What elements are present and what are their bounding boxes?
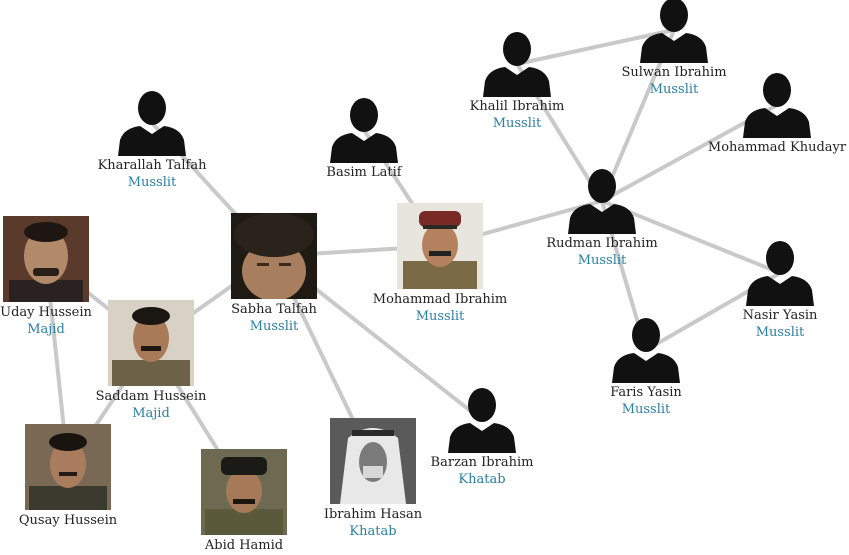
person-silhouette-icon (612, 317, 680, 383)
node-name: Uday Hussein (0, 305, 92, 320)
portrait-photo-icon (108, 300, 194, 386)
person-silhouette-icon (330, 97, 398, 163)
node-abid-hamid[interactable]: Abid Hamid (194, 449, 294, 554)
node-name: Sabha Talfah (231, 302, 317, 317)
node-ibrahim-hasan[interactable]: Ibrahim Hasan Khatab (322, 418, 424, 540)
portrait-photo-icon (231, 213, 317, 299)
edge-khalil-sulwan (516, 28, 675, 66)
node-clan: Majid (27, 322, 65, 337)
node-name: Barzan Ibrahim (430, 455, 534, 470)
portrait-photo-icon (3, 216, 89, 302)
node-saddam-hussein[interactable]: Saddam Hussein Majid (94, 300, 208, 422)
node-clan: Musslit (755, 325, 805, 340)
node-clan: Khatab (349, 524, 397, 539)
person-silhouette-icon (640, 0, 708, 63)
node-clan: Musslit (127, 175, 177, 190)
node-uday-hussein[interactable]: Uday Hussein Majid (0, 216, 94, 338)
node-khalil-ibrahim[interactable]: Khalil Ibrahim Musslit (462, 31, 572, 132)
node-clan: Musslit (649, 82, 699, 97)
person-silhouette-icon (743, 72, 811, 138)
node-mohammad-khudayr[interactable]: Mohammad Khudayr (706, 72, 848, 156)
node-name: Sulwan Ibrahim (621, 65, 727, 80)
node-name: Mohammad Ibrahim (372, 292, 508, 307)
node-name: Abid Hamid (204, 538, 284, 553)
person-silhouette-icon (568, 168, 636, 234)
node-sulwan-ibrahim[interactable]: Sulwan Ibrahim Musslit (616, 0, 732, 98)
node-nasir-yasin[interactable]: Nasir Yasin Musslit (730, 240, 830, 341)
node-barzan-ibrahim[interactable]: Barzan Ibrahim Khatab (427, 387, 537, 488)
node-sabha-talfah[interactable]: Sabha Talfah Musslit (224, 213, 324, 335)
portrait-photo-icon (25, 424, 111, 510)
node-qusay-hussein[interactable]: Qusay Hussein (14, 424, 122, 529)
node-rudman-ibrahim[interactable]: Rudman Ibrahim Musslit (542, 168, 662, 269)
node-faris-yasin[interactable]: Faris Yasin Musslit (596, 317, 696, 418)
portrait-photo-icon (201, 449, 287, 535)
person-silhouette-icon (483, 31, 551, 97)
node-name: Basim Latif (326, 165, 402, 180)
node-mohammad-ibrahim[interactable]: Mohammad Ibrahim Musslit (368, 203, 512, 325)
node-name: Nasir Yasin (742, 308, 818, 323)
node-name: Qusay Hussein (18, 513, 118, 528)
node-kharallah-talfah[interactable]: Kharallah Talfah Musslit (96, 90, 208, 191)
node-name: Kharallah Talfah (97, 158, 207, 173)
node-name: Rudman Ibrahim (546, 236, 658, 251)
node-name: Saddam Hussein (95, 389, 207, 404)
node-name: Faris Yasin (610, 385, 682, 400)
node-clan: Musslit (577, 253, 627, 268)
node-clan: Musslit (415, 309, 465, 324)
node-name: Khalil Ibrahim (469, 99, 565, 114)
person-silhouette-icon (118, 90, 186, 156)
node-clan: Musslit (249, 319, 299, 334)
node-name: Mohammad Khudayr (707, 140, 847, 155)
node-clan: Musslit (492, 116, 542, 131)
node-basim-latif[interactable]: Basim Latif (314, 97, 414, 181)
node-clan: Khatab (458, 472, 506, 487)
edge-rudman-nasir (601, 199, 781, 275)
portrait-photo-icon (397, 203, 483, 289)
node-name: Ibrahim Hasan (323, 507, 423, 522)
person-silhouette-icon (448, 387, 516, 453)
node-clan: Majid (132, 406, 170, 421)
person-silhouette-icon (746, 240, 814, 306)
node-clan: Musslit (621, 402, 671, 417)
portrait-photo-icon (330, 418, 416, 504)
